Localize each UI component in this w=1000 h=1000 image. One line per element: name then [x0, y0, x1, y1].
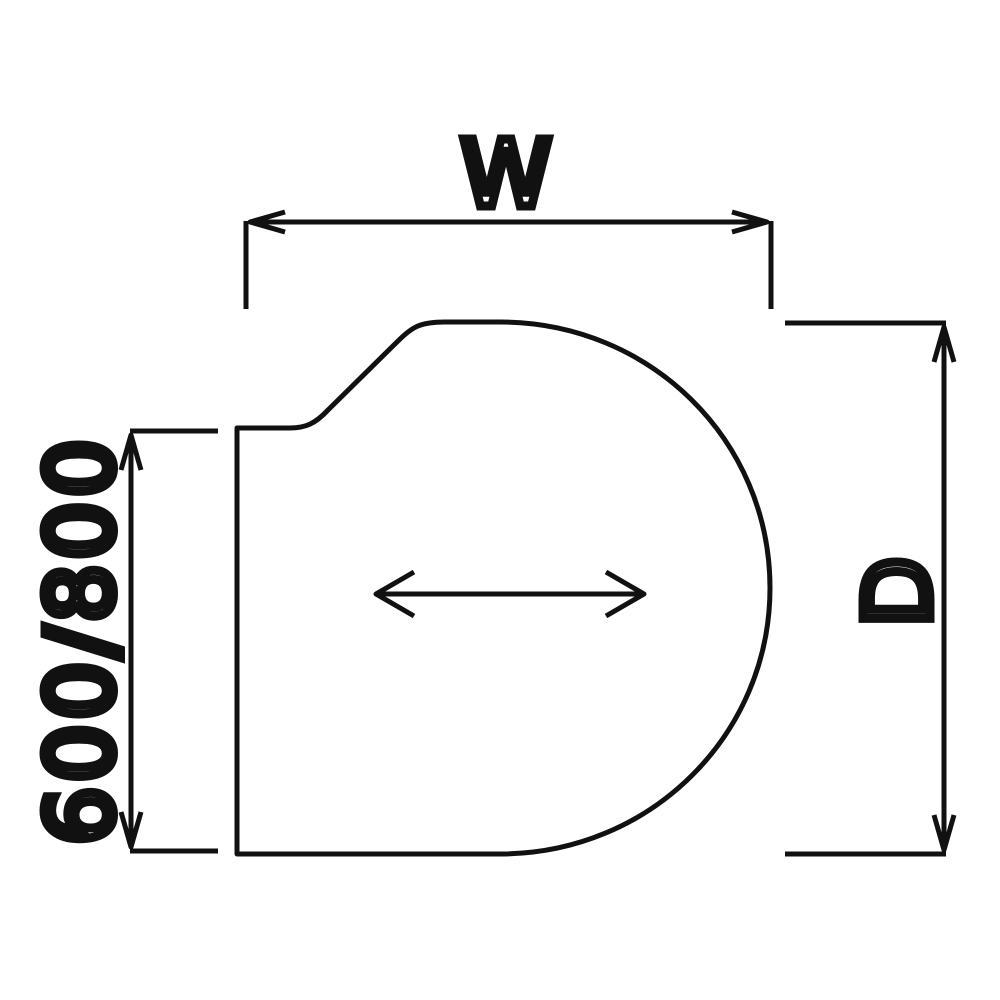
double-arrow-head-right: [604, 569, 647, 619]
depth-label: D: [845, 553, 952, 628]
width-label: W: [461, 121, 556, 228]
depth-arrowhead-top: [931, 324, 957, 363]
double-arrow-head-left: [373, 569, 416, 619]
side-depth-arrowhead-top: [118, 432, 144, 471]
double-arrow-icon: [373, 569, 647, 619]
side-depth-arrowhead-bottom: [118, 811, 144, 850]
side-depth-label: 600/800: [27, 435, 134, 845]
depth-arrowhead-bottom: [931, 814, 957, 853]
desk-outline: [234, 319, 773, 857]
width-dimension: W: [243, 117, 774, 309]
depth-dimension: D: [785, 320, 957, 857]
width-arrowhead-left: [247, 209, 286, 235]
width-arrowhead-right: [731, 209, 770, 235]
side-depth-dimension: 600/800: [23, 428, 218, 854]
